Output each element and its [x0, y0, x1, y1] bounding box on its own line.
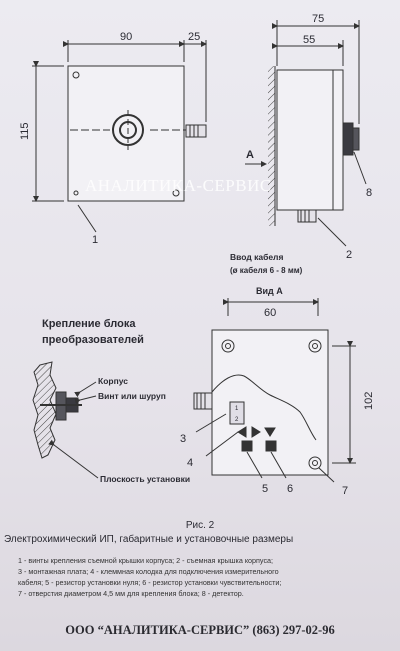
- dim-view-width: 60: [264, 307, 276, 319]
- terminal-block: [229, 401, 245, 425]
- terminal-label-2: 2: [235, 417, 239, 423]
- figure-subtitle: Электрохимический ИП, габаритные и устан…: [4, 534, 294, 545]
- cable-diameter-label: (ø кабеля 6 - 8 мм): [230, 266, 303, 275]
- resistor-sensitivity: [265, 440, 277, 452]
- callout-8: 8: [366, 187, 372, 199]
- front-housing: [67, 65, 185, 202]
- mounting-hole-tr: [308, 339, 322, 353]
- body-label: Корпус: [98, 376, 128, 386]
- plane-label: Плоскость установки: [100, 474, 190, 484]
- company-footer: ООО “АНАЛИТИКА-СЕРВИС” (863) 297-02-96: [65, 623, 335, 637]
- detector-ring-inner: [119, 121, 137, 139]
- front-screw-tl: [72, 71, 80, 79]
- callout-7: 7: [342, 485, 348, 497]
- sensitivity-symbol: [264, 427, 276, 437]
- view-a-title: Вид А: [256, 286, 283, 296]
- callout-6: 6: [287, 483, 293, 495]
- side-view: [245, 20, 367, 247]
- mounting-title-line1: Крепление блока: [42, 318, 136, 330]
- cable-entry-label: Ввод кабеля: [230, 252, 283, 262]
- legend-line-2: 3 - монтажная плата; 4 - клеммная колодк…: [18, 567, 279, 576]
- mounting-title-line2: преобразователей: [42, 334, 144, 346]
- detector-ring-outer: [112, 114, 144, 146]
- cable-gland-front: [185, 124, 207, 138]
- mounting-surface: [32, 361, 57, 459]
- detector-side: [342, 122, 354, 156]
- terminal-label-1: 1: [235, 406, 239, 412]
- front-view: [32, 40, 207, 233]
- technical-drawing: 90 25 115 1 75 55 A 8 2 Ввод кабеля (ø к…: [19, 13, 375, 497]
- dim-top-side: 25: [188, 31, 200, 43]
- mounting-detail: [32, 361, 99, 479]
- screw-label: Винт или шуруп: [98, 391, 166, 401]
- arrow-a-label: A: [246, 149, 254, 161]
- cable-gland-view-a: [193, 392, 213, 410]
- callout-1: 1: [92, 234, 98, 246]
- mounting-hole-tl: [221, 339, 235, 353]
- figure-title: Рис. 2: [185, 520, 215, 531]
- dim-side-depth: 55: [303, 34, 315, 46]
- cable-gland-side: [297, 209, 317, 223]
- dim-top-height: 115: [19, 122, 31, 140]
- watermark: АНАЛИТИКА-СЕРВИС: [85, 176, 272, 195]
- resistor-zero: [241, 440, 253, 452]
- callout-4: 4: [187, 457, 193, 469]
- legend-line-4: 7 - отверстия диаметром 4,5 мм для крепл…: [18, 589, 244, 598]
- mounting-hole-br: [308, 456, 322, 470]
- callout-3: 3: [180, 433, 186, 445]
- front-screw-bl: [73, 190, 79, 196]
- dim-top-width: 90: [120, 31, 132, 43]
- dim-side-total: 75: [312, 13, 324, 25]
- legend-line-3: кабеля; 5 - резистор установки нуля; 6 -…: [18, 578, 282, 587]
- legend-line-1: 1 - винты крепления съемной крышки корпу…: [18, 556, 274, 565]
- view-a: [193, 298, 356, 483]
- cutaway-edge: [211, 374, 317, 441]
- callout-2: 2: [346, 249, 352, 261]
- dim-view-height: 102: [363, 392, 375, 410]
- callout-5: 5: [262, 483, 268, 495]
- front-screw-br: [172, 189, 180, 197]
- wall-hatch: [268, 66, 275, 226]
- zero-symbol: [237, 426, 247, 438]
